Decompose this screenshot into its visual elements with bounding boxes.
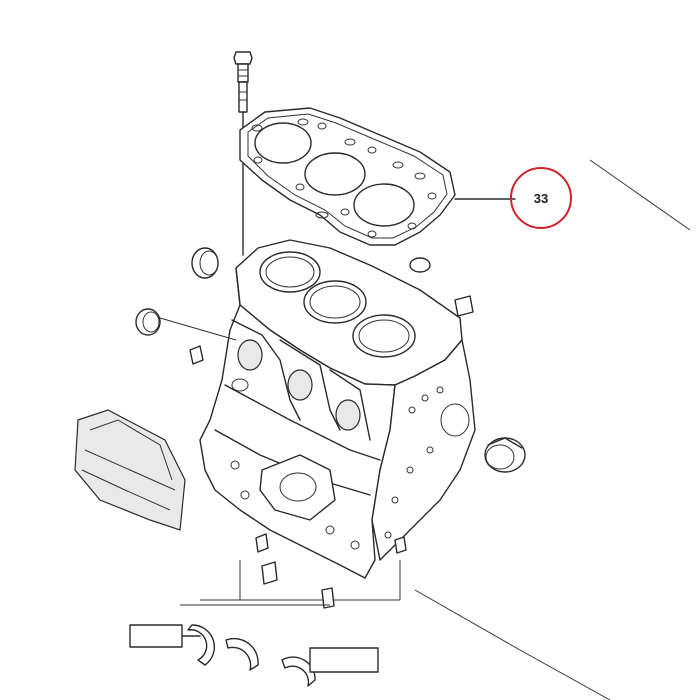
core-plugs (135, 247, 431, 341)
callout-33: 33 (510, 167, 572, 229)
callout-highlight-circle (510, 167, 572, 229)
oil-seal (484, 437, 526, 473)
cylinder-block (199, 239, 476, 579)
main-bearing-shells (129, 604, 379, 687)
callout-number: 33 (534, 191, 548, 206)
side-cover (74, 409, 186, 531)
cylinder-head-gasket (239, 107, 456, 246)
drain-plugs (189, 295, 474, 609)
